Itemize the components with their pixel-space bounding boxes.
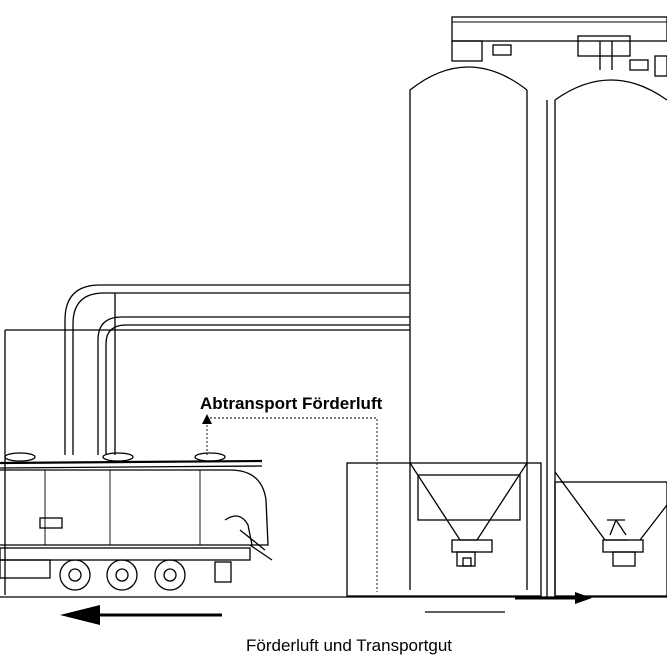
right-flow-arrow-icon — [515, 592, 592, 604]
tanker-truck — [0, 452, 273, 591]
conveyor-pipe — [4, 284, 410, 595]
silo-1 — [346, 66, 542, 597]
exhaust-arrow-icon — [202, 414, 212, 424]
top-bridge — [451, 16, 667, 77]
exhaust-air-label: Abtransport Förderluft — [200, 394, 383, 413]
left-flow-arrow-icon — [60, 605, 222, 625]
silo-2 — [546, 79, 667, 597]
conveying-label: Förderluft und Transportgut — [246, 636, 452, 655]
exhaust-path — [206, 417, 378, 592]
